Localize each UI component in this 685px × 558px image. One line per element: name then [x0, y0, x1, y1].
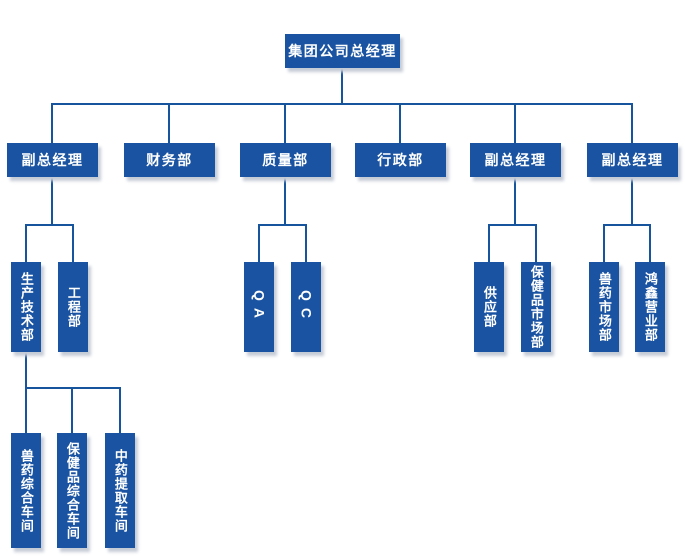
- connector-line: [258, 224, 307, 226]
- org-node-label: QC: [298, 289, 315, 325]
- connector-line: [603, 224, 605, 262]
- connector-line: [25, 224, 74, 226]
- connector-line: [71, 387, 73, 433]
- org-node-label: 中药提取车间: [112, 448, 128, 533]
- org-node-deputy-gm-1: 副总经理: [7, 143, 98, 177]
- org-node-label: 工程部: [65, 286, 81, 328]
- connector-line: [514, 177, 516, 224]
- org-node-qa: QA: [244, 262, 274, 352]
- connector-line: [25, 352, 27, 387]
- org-node-admin-dept: 行政部: [355, 143, 446, 177]
- org-node-label: 集团公司总经理: [288, 43, 397, 59]
- connector-line: [514, 103, 516, 143]
- org-node-label: 供应部: [481, 286, 497, 328]
- org-node-label: 兽药市场部: [596, 272, 612, 342]
- org-node-quality-dept: 质量部: [240, 143, 331, 177]
- connector-line: [119, 387, 121, 433]
- connector-line: [25, 224, 27, 262]
- org-node-qc: QC: [291, 262, 321, 352]
- connector-line: [649, 224, 651, 262]
- org-node-engineering-dept: 工程部: [58, 262, 88, 352]
- org-node-production-tech-dept: 生产技术部: [11, 262, 41, 352]
- connector-line: [258, 224, 260, 262]
- org-node-health-products-workshop: 保健品综合车间: [57, 433, 87, 548]
- connector-line: [284, 177, 286, 224]
- connector-line: [488, 224, 537, 226]
- connector-line: [631, 103, 633, 143]
- org-node-label: 副总经理: [601, 152, 664, 168]
- org-node-label: 副总经理: [484, 152, 547, 168]
- org-node-label: QA: [251, 289, 268, 325]
- org-node-vet-drug-workshop: 兽药综合车间: [11, 433, 41, 548]
- org-node-label: 保健品市场部: [528, 265, 544, 349]
- connector-line: [535, 224, 537, 262]
- connector-line: [72, 224, 74, 262]
- connector-line: [603, 224, 651, 226]
- connector-line: [51, 177, 53, 224]
- connector-line: [488, 224, 490, 262]
- connector-line: [631, 177, 633, 224]
- org-node-label: 生产技术部: [18, 272, 34, 342]
- org-node-health-products-market-dept: 保健品市场部: [521, 262, 551, 352]
- org-node-label: 兽药综合车间: [18, 448, 34, 533]
- connector-line: [341, 68, 343, 105]
- org-node-hongxin-sales-dept: 鸿鑫营业部: [635, 262, 665, 352]
- connector-line: [52, 103, 633, 105]
- org-node-label: 财务部: [146, 152, 193, 168]
- org-node-finance-dept: 财务部: [124, 143, 215, 177]
- org-node-tcm-extraction-workshop: 中药提取车间: [105, 433, 135, 548]
- connector-line: [305, 224, 307, 262]
- org-node-label: 行政部: [377, 152, 424, 168]
- org-node-deputy-gm-3: 副总经理: [587, 143, 678, 177]
- org-node-group-general-manager: 集团公司总经理: [285, 34, 400, 68]
- connector-line: [51, 103, 53, 143]
- org-node-supply-dept: 供应部: [474, 262, 504, 352]
- org-node-label: 鸿鑫营业部: [642, 272, 658, 342]
- connector-line: [168, 103, 170, 143]
- org-node-label: 保健品综合车间: [64, 441, 80, 540]
- connector-line: [284, 103, 286, 143]
- org-node-deputy-gm-2: 副总经理: [470, 143, 561, 177]
- connector-line: [25, 387, 27, 433]
- org-node-vet-drug-market-dept: 兽药市场部: [589, 262, 619, 352]
- connector-line: [399, 103, 401, 143]
- org-node-label: 副总经理: [21, 152, 84, 168]
- org-node-label: 质量部: [262, 152, 309, 168]
